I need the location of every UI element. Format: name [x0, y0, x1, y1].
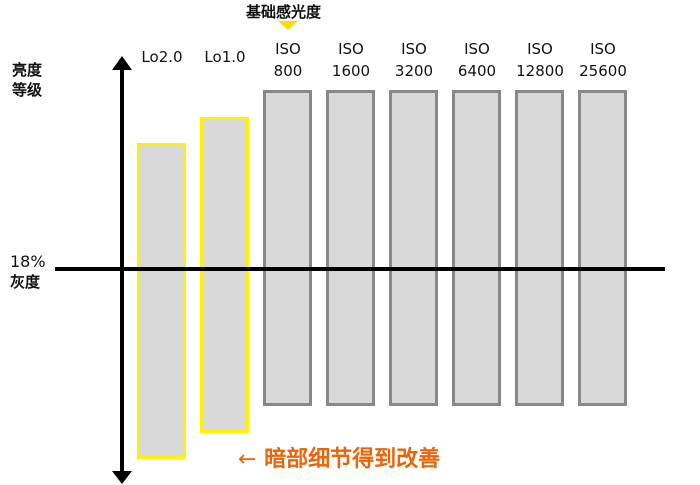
- shadow-detail-annotation: ← 暗部细节得到改善: [238, 441, 440, 473]
- bar-label-line1: ISO: [464, 40, 490, 58]
- bar-iso800: [263, 90, 312, 406]
- y-axis-label-line1: 亮度: [12, 61, 43, 79]
- midgray-label-line2: 灰度: [10, 273, 41, 291]
- arrow-up-icon: [112, 56, 132, 70]
- bar-label: ISO 12800: [505, 38, 575, 82]
- bar-iso25600: [578, 90, 627, 406]
- bar-label: ISO 1600: [316, 38, 386, 82]
- midgray-label: 18% 灰度: [10, 252, 46, 292]
- y-axis-label-line2: 等级: [12, 81, 43, 99]
- bar-label-line2: 25600: [579, 62, 627, 80]
- bar-label-line1: Lo1.0: [204, 48, 246, 66]
- base-iso-pointer-icon: [278, 21, 298, 30]
- bar-label-line1: ISO: [275, 40, 301, 58]
- bar-iso1600: [326, 90, 375, 406]
- midgray-label-line1: 18%: [10, 252, 46, 271]
- bar-label-line2: 6400: [457, 62, 497, 80]
- bar-iso3200: [389, 90, 438, 406]
- bar-label-line1: ISO: [590, 40, 616, 58]
- bar-label: ISO 6400: [442, 38, 512, 82]
- bar-lo2: [137, 143, 186, 459]
- bar-iso12800: [515, 90, 564, 406]
- bar-label-line1: ISO: [338, 40, 364, 58]
- bar-label: Lo1.0: [190, 46, 260, 68]
- bar-label-line2: 1600: [331, 62, 371, 80]
- bar-label-line1: Lo2.0: [141, 48, 183, 66]
- bar-label-line1: ISO: [401, 40, 427, 58]
- arrow-down-icon: [112, 471, 132, 484]
- bar-label: Lo2.0: [127, 46, 197, 68]
- annotation-text: 暗部细节得到改善: [264, 447, 441, 472]
- bar-label-line1: ISO: [527, 40, 553, 58]
- bar-label-line2: 3200: [394, 62, 434, 80]
- bar-label: ISO 25600: [568, 38, 638, 82]
- bar-label-line2: 800: [273, 62, 303, 80]
- arrow-left-icon: ←: [238, 447, 257, 472]
- bar-label: ISO 3200: [379, 38, 449, 82]
- bar-iso6400: [452, 90, 501, 406]
- base-iso-label: 基础感光度: [246, 3, 322, 21]
- bar-label: ISO 800: [253, 38, 323, 82]
- bar-lo1: [200, 117, 249, 433]
- bar-label-line2: 12800: [516, 62, 564, 80]
- y-axis-label: 亮度 等级: [12, 60, 42, 100]
